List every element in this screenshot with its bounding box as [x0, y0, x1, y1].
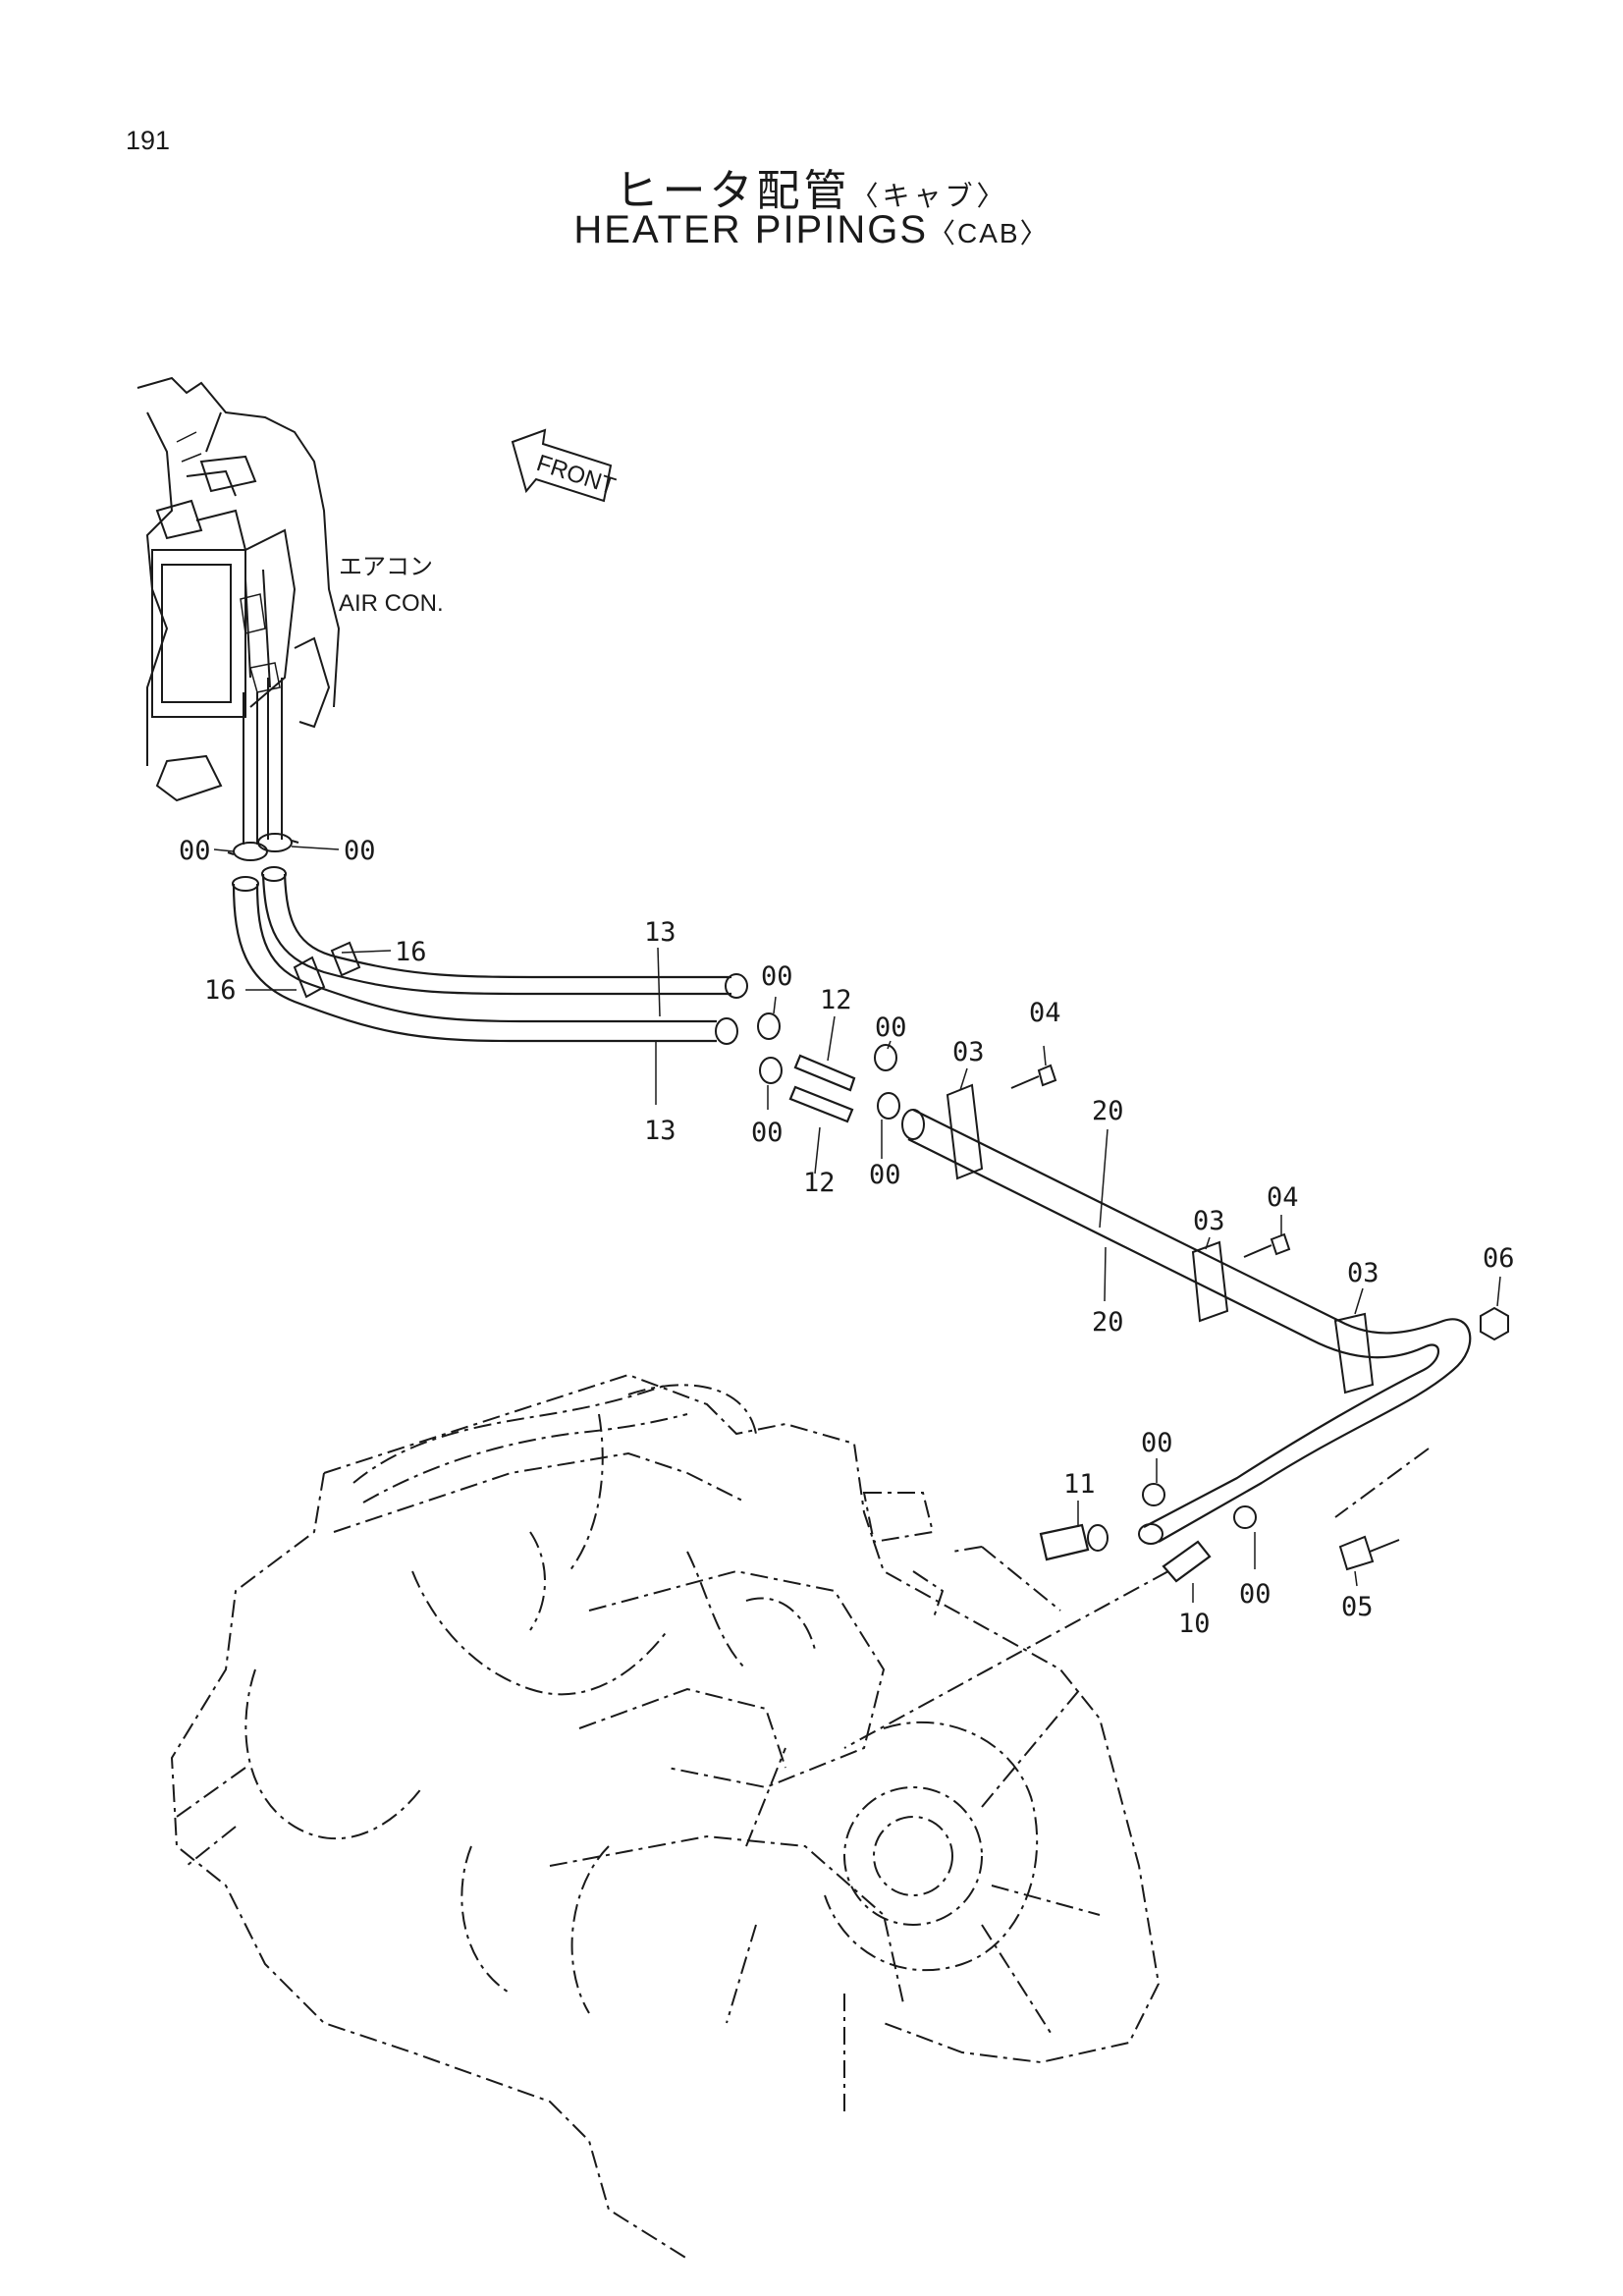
- title-english-sub: 〈CAB〉: [928, 218, 1050, 248]
- callout-16-upper: 16: [395, 937, 427, 967]
- callout-00-left: 00: [179, 836, 211, 866]
- upper-hose-clamps: [227, 833, 299, 861]
- callout-03-first: 03: [952, 1037, 985, 1067]
- callout-00-lower-right: 00: [1239, 1579, 1271, 1610]
- callout-20-upper: 20: [1092, 1096, 1124, 1126]
- title-japanese-main: ヒータ配管: [615, 166, 851, 216]
- callout-00-mid-upper: 00: [761, 961, 793, 992]
- aircon-unit-drawing: [136, 376, 341, 802]
- hose-13-pair: [232, 866, 748, 1045]
- callout-13-lower: 13: [644, 1116, 676, 1146]
- title-japanese-sub: 〈キャブ〉: [850, 180, 1008, 212]
- callout-11: 11: [1063, 1469, 1096, 1500]
- aircon-outlet-pipes: [243, 678, 283, 845]
- callout-04-second: 04: [1267, 1182, 1299, 1213]
- callout-20-lower: 20: [1092, 1307, 1124, 1338]
- callout-03-third: 03: [1347, 1258, 1380, 1288]
- title-english-main: HEATER PIPINGS: [573, 208, 929, 251]
- leader-lines: [843, 1448, 1430, 1749]
- callout-00-right-upper: 00: [875, 1012, 907, 1043]
- callout-00-right-lower: 00: [869, 1160, 901, 1190]
- callout-12-lower: 12: [803, 1168, 836, 1198]
- pipe-nipples-12: [788, 1054, 856, 1123]
- callout-00-mid-lower: 00: [751, 1118, 784, 1148]
- callout-05: 05: [1341, 1592, 1374, 1622]
- aircon-label-en: AIR CON.: [339, 590, 444, 617]
- lower-fittings: [1039, 1483, 1400, 1583]
- callout-leaders: [213, 846, 1501, 1603]
- callout-00-right: 00: [344, 836, 376, 866]
- mid-hose-clamps: [757, 1012, 900, 1120]
- title-english: HEATER PIPINGS〈CAB〉: [0, 208, 1623, 252]
- callout-10: 10: [1178, 1609, 1211, 1639]
- aircon-label-jp: エアコン: [339, 554, 433, 580]
- callout-03-second: 03: [1193, 1206, 1225, 1236]
- callout-13-upper: 13: [644, 917, 676, 948]
- title-japanese: ヒータ配管〈キャブ〉: [0, 155, 1623, 218]
- page-number: 191: [126, 126, 171, 155]
- callout-04-first: 04: [1029, 998, 1061, 1028]
- front-arrow-icon: [511, 428, 613, 503]
- callout-16-lower: 16: [204, 975, 237, 1006]
- engine-drawing: [170, 1373, 1161, 2260]
- callout-00-lower-left: 00: [1141, 1428, 1173, 1458]
- nut-06: [1480, 1306, 1509, 1341]
- callout-06: 06: [1483, 1243, 1515, 1274]
- pipe-20-pair: [901, 1064, 1472, 1545]
- callout-12-upper: 12: [820, 985, 852, 1015]
